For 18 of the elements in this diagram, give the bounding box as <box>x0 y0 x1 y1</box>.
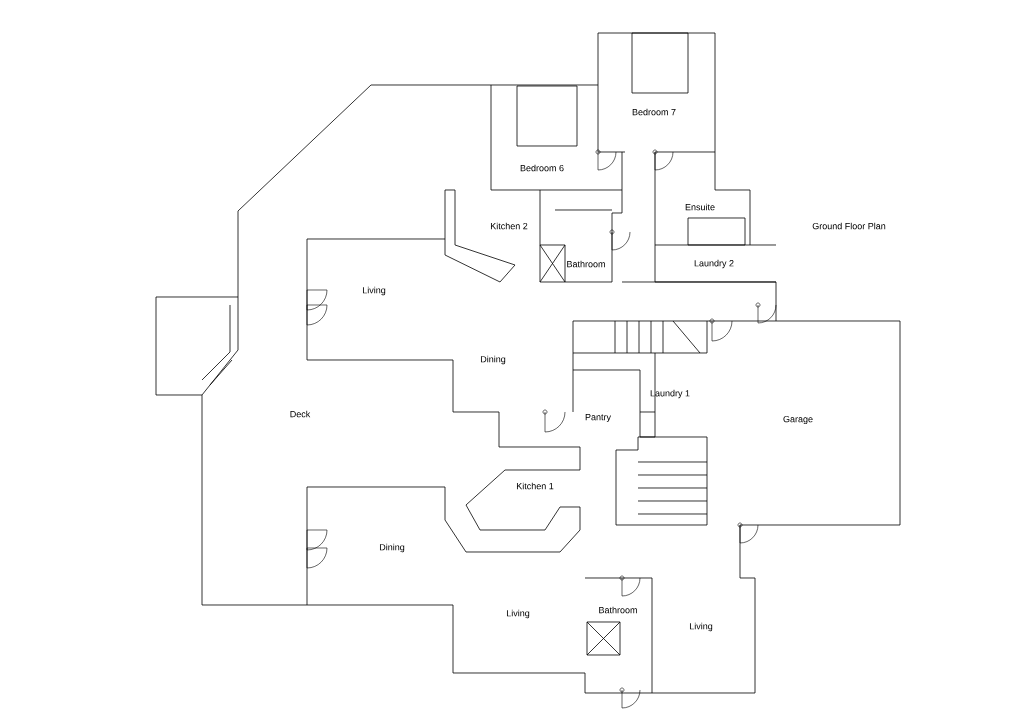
room-label: Kitchen 1 <box>517 482 554 490</box>
room-label: Living <box>690 622 713 632</box>
room-label: Kitchen 2 <box>491 222 528 230</box>
room-label: Laundry 2 <box>694 259 734 269</box>
room-label: Bathroom <box>567 260 605 268</box>
plan-title: Ground Floor Plan <box>812 222 886 230</box>
room-label: Deck <box>290 410 311 418</box>
room-label: Living <box>507 609 530 619</box>
room-label: Pantry <box>585 413 611 422</box>
room-label: Ensuite <box>685 203 715 211</box>
room-label: Living <box>363 286 386 296</box>
room-label: Bedroom 6 <box>520 164 564 172</box>
room-label: Laundry 1 <box>650 389 690 399</box>
room-label: Bedroom 7 <box>632 108 676 116</box>
room-label: Garage <box>783 415 813 425</box>
room-label: Dining <box>481 355 506 365</box>
room-label: Dining <box>380 543 405 553</box>
room-label: Bathroom <box>599 606 637 614</box>
